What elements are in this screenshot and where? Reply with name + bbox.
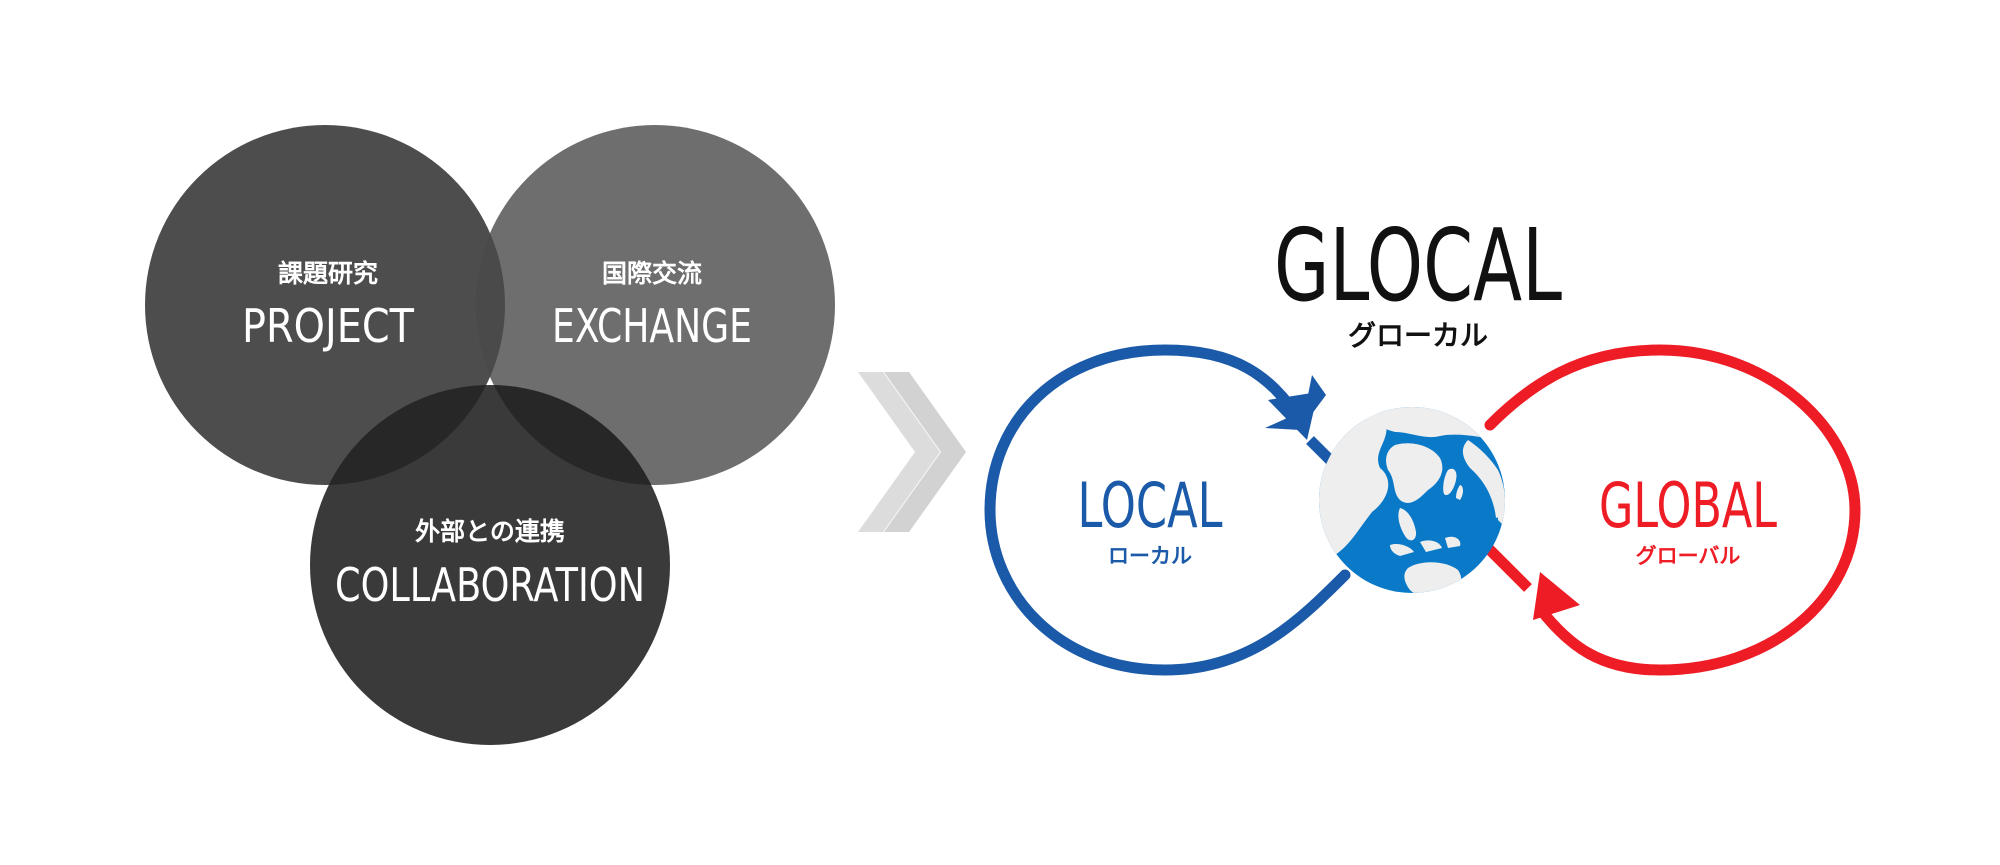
global-connector [1484,544,1532,592]
local-ja-label: ローカル [1108,544,1192,568]
local-loop-path [984,344,1351,676]
global-arrowhead-main [1533,572,1580,620]
circle-exchange [475,125,835,485]
local-en-label: LOCAL [1078,469,1223,542]
project-ja-label: 課題研究 [278,259,378,288]
collaboration-en-label: COLLABORATION [335,558,645,612]
glocal-subtitle: グローカル [1348,319,1488,352]
global-ja-label: グローバル [1636,544,1741,568]
chevron-double-right-icon [858,372,966,532]
globe-icon [1319,407,1505,593]
glocal-section: GLOCAL グローカル LOCAL ローカル GLOBAL グローバル [984,207,1861,676]
circle-collaboration [310,385,670,745]
project-en-label: PROJECT [242,299,415,353]
collaboration-ja-label: 外部との連携 [415,517,565,546]
exchange-en-label: EXCHANGE [552,299,752,353]
venn-diagram: 課題研究 PROJECT 国際交流 EXCHANGE 外部との連携 COLLAB… [145,125,835,745]
global-loop: GLOBAL グローバル [1484,344,1861,676]
circle-project [145,125,505,485]
local-arrowhead-main [1268,392,1318,440]
exchange-ja-label: 国際交流 [602,259,702,288]
glocal-title: GLOCAL [1274,207,1562,324]
global-loop-path [1484,344,1861,676]
global-en-label: GLOBAL [1599,469,1777,542]
local-arrowhead [1265,375,1326,430]
local-loop: LOCAL ローカル [984,344,1351,676]
